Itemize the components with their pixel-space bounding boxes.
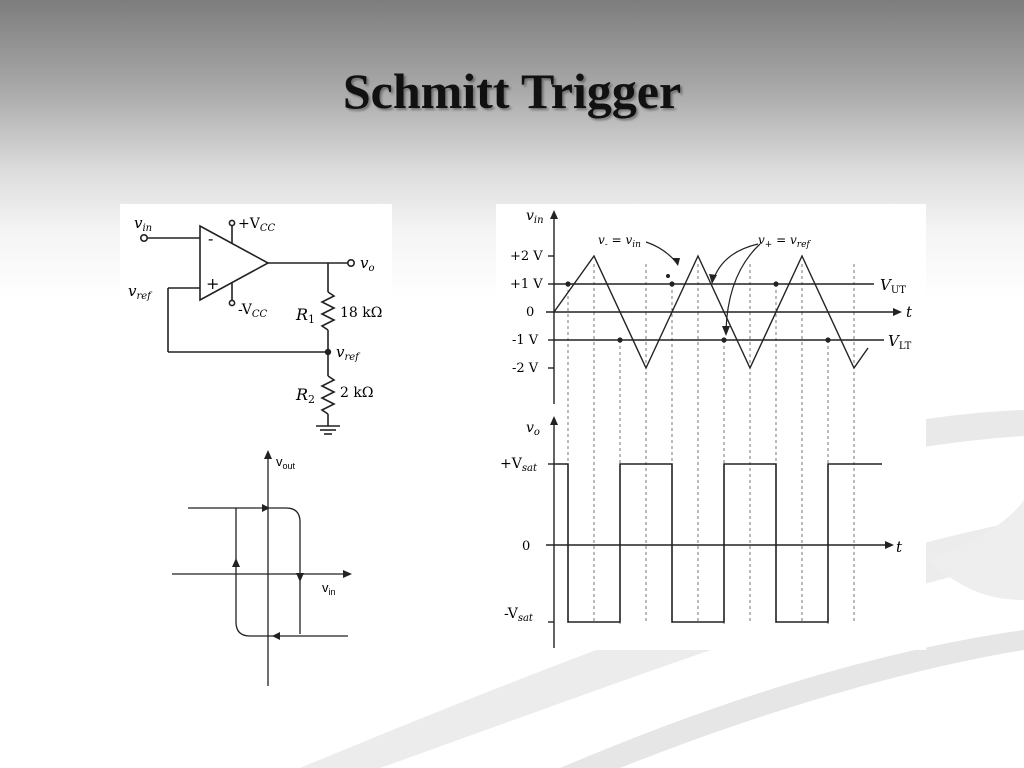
vin-label: vin	[134, 214, 152, 234]
vref-input-label: vref	[128, 282, 153, 302]
schmitt-trigger-waveforms: vin +2 V +1 V 0 -1 V -2 V v- = vin v+ = …	[496, 204, 926, 650]
slide-title: Schmitt Trigger	[342, 63, 682, 119]
vplus-annotation: v+ = vref	[758, 233, 811, 250]
vcc-positive-label: +VCC	[238, 216, 275, 234]
r1-label: R1	[295, 305, 315, 326]
vut-label: VUT	[880, 276, 906, 296]
vin-axis-label: vin	[526, 208, 544, 226]
threshold-crossing-dots	[565, 281, 831, 343]
tick-zero-top: 0	[526, 305, 534, 320]
vout-axis-label: vout	[276, 454, 296, 471]
t-label-bottom: t	[896, 538, 903, 556]
tick-plus-2v: +2 V	[510, 249, 543, 264]
vminus-annotation: v- = vin	[598, 233, 641, 250]
tick-minus-1v: -1 V	[512, 333, 539, 348]
r2-label: R2	[295, 385, 315, 406]
r2-resistor	[320, 375, 336, 415]
vo-axis-label: vo	[526, 420, 540, 438]
r1-resistor	[320, 291, 336, 331]
vo-label: vo	[360, 254, 375, 274]
vin-axis-label: vin	[322, 580, 336, 597]
vout-square-wave	[554, 463, 882, 623]
inverting-input-sign: -	[208, 229, 213, 248]
vsat-positive-label: +Vsat	[500, 456, 538, 474]
op-amp-symbol	[199, 224, 270, 302]
vsat-negative-label: -Vsat	[504, 606, 534, 624]
vin-triangle-wave	[553, 254, 869, 370]
tick-minus-2v: -2 V	[512, 361, 539, 376]
noninverting-input-sign: +	[206, 274, 219, 293]
r2-value: 2 kΩ	[340, 385, 373, 401]
vref-junction-dot	[324, 348, 332, 356]
tick-plus-1v: +1 V	[510, 277, 543, 292]
schmitt-trigger-circuit: vin - + +VCC -VCC vo vref R1 18 kΩ vref …	[120, 204, 392, 440]
vcc-negative-label: -VCC	[238, 302, 267, 320]
vlt-label: VLT	[888, 332, 912, 352]
r1-value: 18 kΩ	[340, 305, 382, 321]
vref-node-label: vref	[336, 343, 361, 363]
tick-zero-bottom: 0	[522, 539, 530, 554]
hysteresis-loop: vout vin	[168, 446, 354, 690]
t-label-top: t	[906, 303, 913, 321]
